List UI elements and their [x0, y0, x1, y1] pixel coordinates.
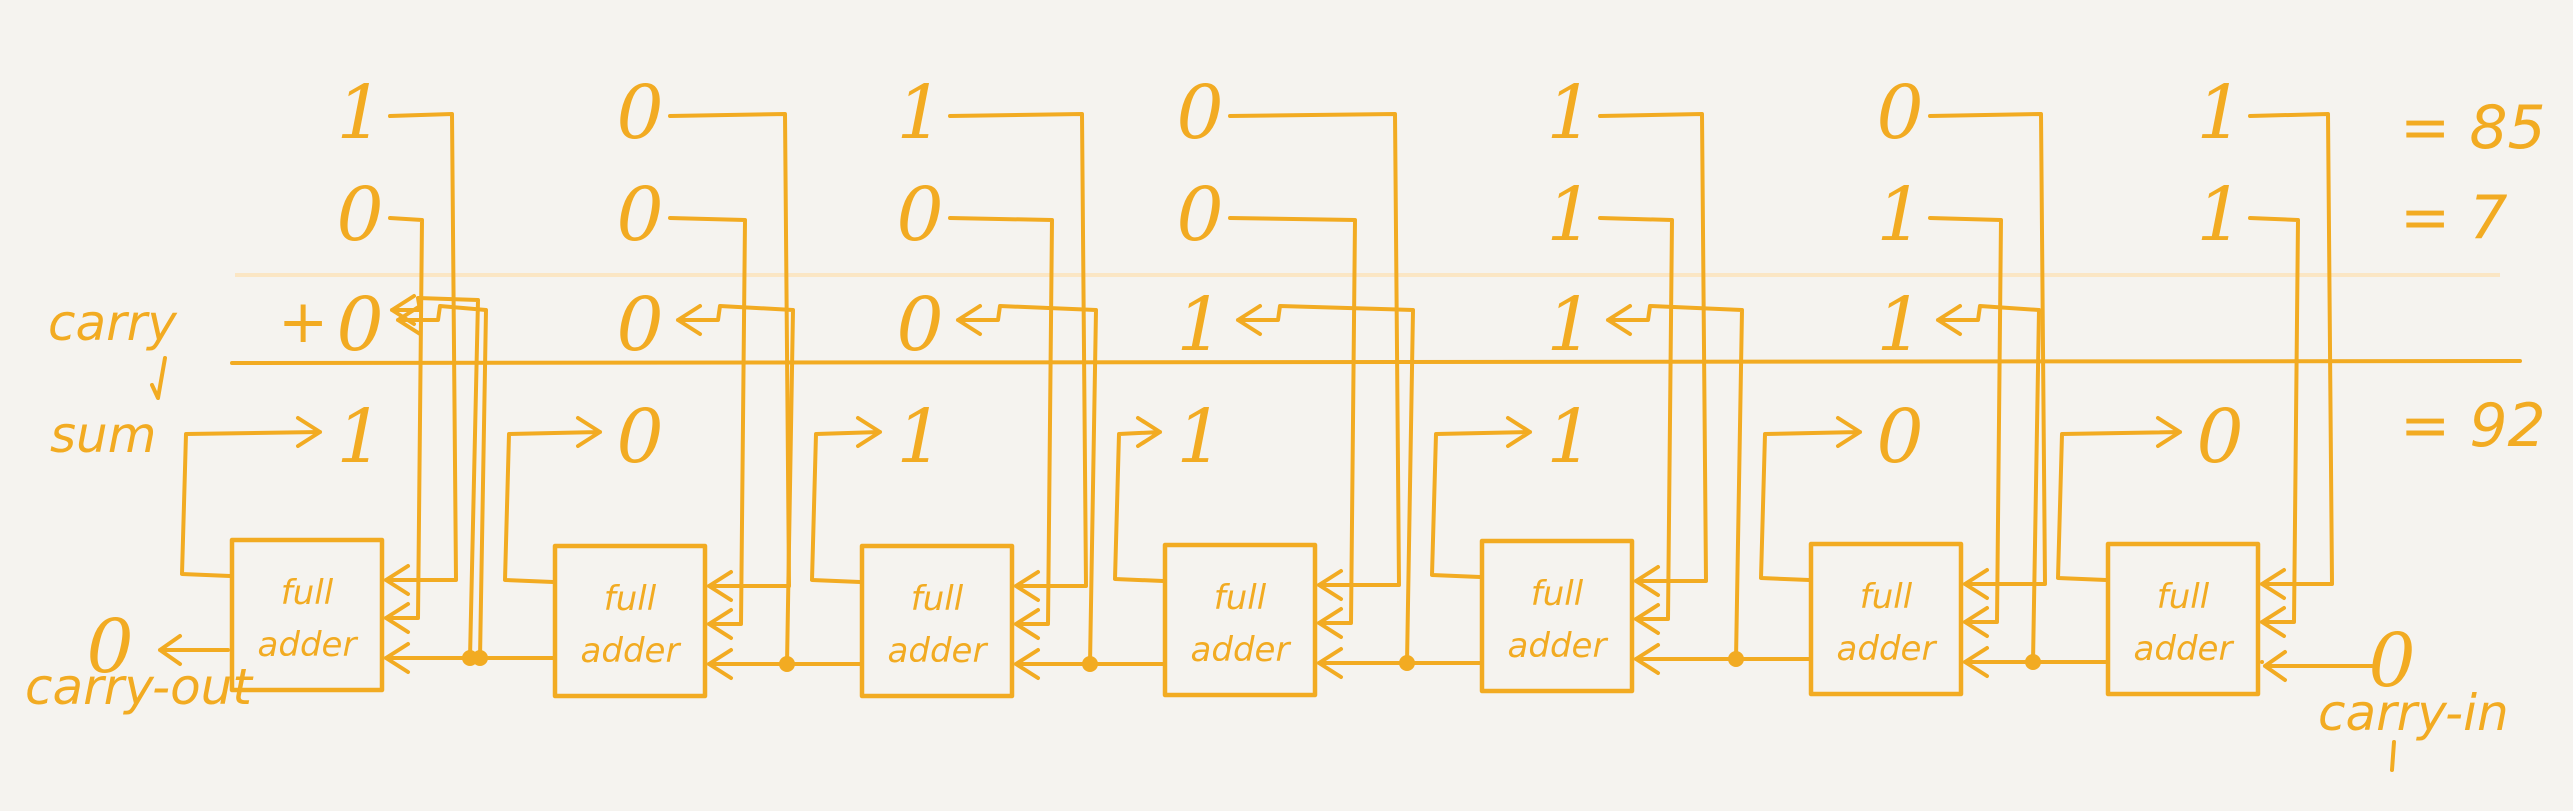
full-adder-label-7: full — [2157, 577, 2210, 617]
sum-result: = 92 — [2400, 391, 2546, 461]
carry-label-hook — [150, 356, 167, 400]
full-adder-label-1: adder — [258, 625, 359, 665]
sum-wire-4 — [1113, 416, 1165, 583]
operand-b-wire-3 — [948, 216, 1054, 640]
carry-in-arrow — [2263, 650, 2374, 682]
sum-bit-1: 1 — [336, 394, 383, 480]
carry-in-value: 0 — [2368, 618, 2415, 704]
carry-bit-4: 1 — [1176, 282, 1223, 368]
full-adder-box-4 — [1162, 542, 1318, 698]
operand-b-bit-2: 0 — [616, 172, 663, 258]
carry-up-wire-6 — [1936, 304, 2041, 664]
sum-wire-7 — [2056, 416, 2182, 582]
carry-up-wire-2 — [676, 304, 795, 666]
sum-wire-1 — [180, 416, 322, 578]
operand-b-wire-1 — [384, 216, 424, 634]
operand-a-bit-4: 0 — [1176, 70, 1223, 156]
full-adder-label-6: adder — [1837, 629, 1938, 669]
operand-b-wire-7 — [2248, 216, 2300, 638]
full-adder-box-1 — [229, 537, 385, 693]
operand-b-result: = 7 — [2400, 183, 2508, 253]
operand-a-bit-6: 0 — [1876, 70, 1923, 156]
full-adder-box-3 — [859, 543, 1015, 699]
operand-a-wire-6 — [1928, 112, 2047, 600]
carry-bit-5: 1 — [1546, 282, 1593, 368]
operand-a-bit-7: 1 — [2196, 70, 2243, 156]
plus-sign: + — [278, 287, 328, 357]
sum-wire-3 — [810, 416, 882, 584]
operand-b-bit-5: 1 — [1546, 172, 1593, 258]
carry-out-arrow — [158, 634, 230, 666]
operand-b-wire-5 — [1598, 216, 1674, 635]
full-adder-box-5 — [1479, 538, 1635, 694]
operand-a-wire-3 — [948, 112, 1088, 602]
carry-bit-2: 0 — [616, 282, 663, 368]
operand-a-wire-5 — [1598, 112, 1708, 597]
operand-a-result: = 85 — [2400, 93, 2546, 163]
operand-a-wire-7 — [2248, 112, 2334, 600]
operand-b-bit-1: 0 — [336, 172, 383, 258]
sum-bit-4: 1 — [1176, 394, 1223, 480]
sum-wire-2 — [503, 416, 602, 584]
full-adder-label-4: adder — [1191, 630, 1292, 670]
operand-b-bit-4: 0 — [1176, 172, 1223, 258]
operand-a-wire-1 — [384, 112, 458, 596]
carry-in-label: carry-in — [2318, 684, 2509, 742]
sum-bit-6: 0 — [1876, 394, 1923, 480]
sum-label: sum — [50, 406, 156, 464]
sum-bit-7: 0 — [2196, 394, 2243, 480]
full-adder-box-2 — [552, 543, 708, 699]
sum-bit-3: 1 — [896, 394, 943, 480]
carry-bit-1: 0 — [336, 282, 383, 368]
carry-out-up-wire — [390, 294, 480, 660]
full-adder-label-2: full — [604, 579, 657, 619]
full-adder-label-1: full — [281, 573, 334, 613]
full-adder-box-7 — [2105, 541, 2261, 697]
sum-wire-5 — [1430, 416, 1532, 579]
sum-bit-2: 0 — [616, 394, 663, 480]
sum-wire-6 — [1759, 416, 1862, 582]
carry-junction-0 — [462, 650, 478, 666]
separator-line — [230, 359, 2522, 365]
operand-b-wire-2 — [668, 216, 747, 640]
carry-out-value: 0 — [86, 604, 133, 690]
operand-b-bit-7: 1 — [2196, 172, 2243, 258]
full-adder-label-2: adder — [581, 631, 682, 671]
full-adder-label-4: full — [1214, 578, 1267, 618]
carry-label: carry — [48, 294, 178, 352]
full-adder-label-3: full — [911, 579, 964, 619]
full-adder-box-6 — [1808, 541, 1964, 697]
operand-a-bit-5: 1 — [1546, 70, 1593, 156]
operand-b-bit-3: 0 — [896, 172, 943, 258]
full-adder-label-7: adder — [2134, 629, 2235, 669]
operand-b-wire-6 — [1928, 216, 2003, 638]
operand-b-bit-6: 1 — [1876, 172, 1923, 258]
carry-up-wire-5 — [1606, 304, 1744, 661]
carry-up-wire-4 — [1236, 304, 1415, 665]
full-adder-label-3: adder — [888, 631, 989, 671]
operand-a-wire-2 — [668, 112, 791, 602]
carry-out-label: carry-out — [25, 658, 254, 716]
carry-chain-wire-5 — [1634, 643, 1811, 675]
carry-bit-6: 1 — [1876, 282, 1923, 368]
operand-a-bit-2: 0 — [616, 70, 663, 156]
operand-b-wire-4 — [1228, 216, 1357, 639]
full-adder-label-5: full — [1531, 574, 1584, 614]
carry-up-wire-3 — [956, 304, 1098, 666]
carry-bit-3: 0 — [896, 282, 943, 368]
full-adder-label-5: adder — [1508, 626, 1609, 666]
operand-a-bit-3: 1 — [896, 70, 943, 156]
sum-bit-5: 1 — [1546, 394, 1593, 480]
carry-in-tick — [2390, 740, 2396, 772]
full-adder-label-6: full — [1860, 577, 1913, 617]
operand-a-wire-4 — [1228, 112, 1401, 601]
operand-a-bit-1: 1 — [336, 70, 383, 156]
